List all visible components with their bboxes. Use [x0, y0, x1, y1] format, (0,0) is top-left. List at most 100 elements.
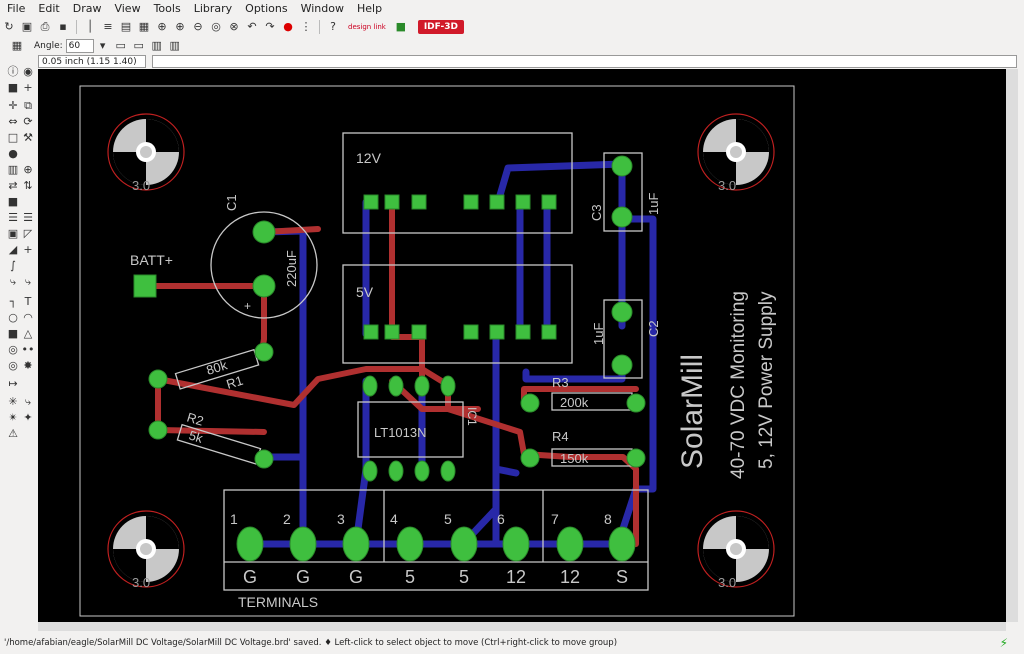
- zoom-in-icon[interactable]: ⊕: [175, 20, 185, 33]
- c2-outline: [603, 299, 643, 379]
- rect-icon[interactable]: ■: [7, 326, 19, 340]
- zoom-redraw-icon[interactable]: ◎: [211, 20, 221, 33]
- redo-icon[interactable]: ↷: [265, 20, 275, 33]
- terminal-block-outline: [223, 489, 649, 591]
- cam-icon[interactable]: ▪: [59, 20, 67, 33]
- pinswap-icon[interactable]: ⇄: [8, 178, 18, 192]
- menu-options[interactable]: Options: [245, 1, 288, 15]
- grid-icon[interactable]: ▦: [11, 39, 23, 52]
- text-icon[interactable]: T: [24, 294, 32, 308]
- menu-file[interactable]: File: [7, 1, 26, 15]
- c1-label: C1: [224, 194, 239, 211]
- idf-3d-button[interactable]: IDF-3D: [417, 19, 464, 34]
- zoom-out-icon[interactable]: ⊖: [193, 20, 203, 33]
- value-icon[interactable]: ☰: [23, 210, 33, 224]
- layer-b-icon[interactable]: ▥: [169, 39, 180, 52]
- menu-edit[interactable]: Edit: [38, 1, 60, 15]
- pcb-layout[interactable]: 3.0 3.0 3.0 3.0: [38, 69, 1006, 622]
- ripup-icon[interactable]: ⤷: [24, 274, 32, 288]
- spin-icon[interactable]: ▭: [133, 39, 144, 52]
- terminal-number: 1: [230, 511, 238, 527]
- undo-icon[interactable]: ↶: [247, 20, 257, 33]
- replace-icon[interactable]: ⇅: [23, 178, 33, 192]
- optimize-icon[interactable]: +: [23, 242, 33, 256]
- angle-dropdown-icon[interactable]: ▾: [99, 39, 106, 52]
- add-icon[interactable]: ⊕: [23, 162, 33, 176]
- polygon-icon[interactable]: △: [23, 326, 33, 340]
- board-icon[interactable]: ▤: [120, 20, 132, 33]
- errors-warning-icon[interactable]: ⚠: [8, 426, 18, 440]
- menu-draw[interactable]: Draw: [72, 1, 102, 15]
- route-icon[interactable]: ⤷: [9, 274, 17, 288]
- text-style-icon[interactable]: ▭: [115, 39, 126, 52]
- mounting-hole[interactable]: [107, 113, 185, 191]
- help-icon[interactable]: ?: [330, 20, 336, 33]
- lock-icon[interactable]: ■: [7, 194, 19, 208]
- stop-icon[interactable]: ●: [283, 20, 293, 33]
- vertical-scrollbar[interactable]: [1006, 69, 1018, 622]
- run-icon[interactable]: ≡: [103, 20, 113, 33]
- angle-label: Angle:: [34, 40, 63, 51]
- circle-icon[interactable]: ○: [8, 310, 18, 324]
- drc-icon[interactable]: ✦: [23, 410, 33, 424]
- print-icon[interactable]: ⎙: [40, 20, 50, 33]
- group-icon[interactable]: □: [7, 130, 19, 144]
- change-icon[interactable]: ⚒: [23, 130, 33, 144]
- rotate-icon[interactable]: ⟳: [23, 114, 33, 128]
- zoom-select-icon[interactable]: ⊗: [229, 20, 239, 33]
- command-line-input[interactable]: [152, 55, 1017, 68]
- move-icon[interactable]: ✛: [8, 98, 18, 112]
- arc-icon[interactable]: ◠: [23, 310, 33, 324]
- show-icon[interactable]: ◉: [23, 64, 33, 78]
- mounting-hole[interactable]: [697, 510, 775, 588]
- menu-tools[interactable]: Tools: [153, 1, 181, 15]
- signal-icon[interactable]: ••: [21, 342, 35, 356]
- designlink-logo-icon[interactable]: design link: [348, 22, 386, 31]
- mark-icon[interactable]: +: [23, 80, 33, 94]
- menu-help[interactable]: Help: [356, 1, 383, 15]
- info-icon[interactable]: ⓘ: [7, 64, 19, 78]
- paste-icon[interactable]: ●: [8, 146, 18, 160]
- wire-icon[interactable]: ┐: [9, 294, 17, 308]
- board-canvas[interactable]: 3.0 3.0 3.0 3.0: [38, 69, 1006, 622]
- via-icon[interactable]: ◎: [8, 342, 18, 356]
- ratsnest-icon[interactable]: ✳: [8, 394, 18, 408]
- menu-view[interactable]: View: [114, 1, 141, 15]
- pcb-quote-icon[interactable]: ■: [395, 20, 407, 33]
- pads: [133, 155, 646, 562]
- hole-icon[interactable]: ◎: [8, 358, 18, 372]
- open-icon[interactable]: ↻: [4, 20, 14, 33]
- miter-icon[interactable]: ◸: [23, 226, 33, 240]
- attribute-icon[interactable]: ✸: [23, 358, 33, 372]
- mirror-icon[interactable]: ⇔: [8, 114, 18, 128]
- layer-a-icon[interactable]: ▥: [151, 39, 162, 52]
- ic-label: LT1013N: [374, 425, 427, 440]
- split-icon[interactable]: ◢: [8, 242, 18, 256]
- name-icon[interactable]: ▣: [7, 226, 19, 240]
- dimension-icon[interactable]: ↦: [8, 376, 18, 390]
- mounting-hole[interactable]: [107, 510, 185, 588]
- script-icon[interactable]: │: [86, 20, 94, 33]
- autorouter-icon[interactable]: ⤷: [24, 394, 32, 408]
- horizontal-scrollbar[interactable]: [38, 622, 1006, 631]
- status-message: '/home/afabian/eagle/SolarMill DC Voltag…: [4, 638, 618, 648]
- erc-icon[interactable]: ✴: [8, 410, 18, 424]
- main-toolbar: ↻ ▣ ⎙ ▪ │ ≡ ▤ ▦ ⊕ ⊕ ⊖ ◎ ⊗ ↶ ↷ ● ⋮ ? desi…: [0, 16, 1024, 37]
- r2-label: R2: [185, 410, 205, 429]
- mounting-hole[interactable]: [697, 113, 775, 191]
- smash-icon[interactable]: ☰: [8, 210, 18, 224]
- meander-icon[interactable]: ∫: [10, 258, 16, 272]
- schematic-icon[interactable]: ▦: [138, 20, 150, 33]
- description-line-1: 40-70 VDC Monitoring: [728, 291, 749, 479]
- menu-window[interactable]: Window: [300, 1, 344, 15]
- copy-icon[interactable]: ⧉: [24, 98, 32, 112]
- menu-library[interactable]: Library: [193, 1, 233, 15]
- save-icon[interactable]: ▣: [21, 20, 33, 33]
- angle-input[interactable]: 60: [65, 38, 94, 53]
- c1-plus-label: +: [244, 299, 251, 313]
- delete-icon[interactable]: ▥: [7, 162, 19, 176]
- c3-label: C3: [589, 204, 604, 221]
- go-icon[interactable]: ⋮: [300, 20, 312, 33]
- zoom-fit-icon[interactable]: ⊕: [157, 20, 167, 33]
- display-icon[interactable]: ■: [7, 80, 19, 94]
